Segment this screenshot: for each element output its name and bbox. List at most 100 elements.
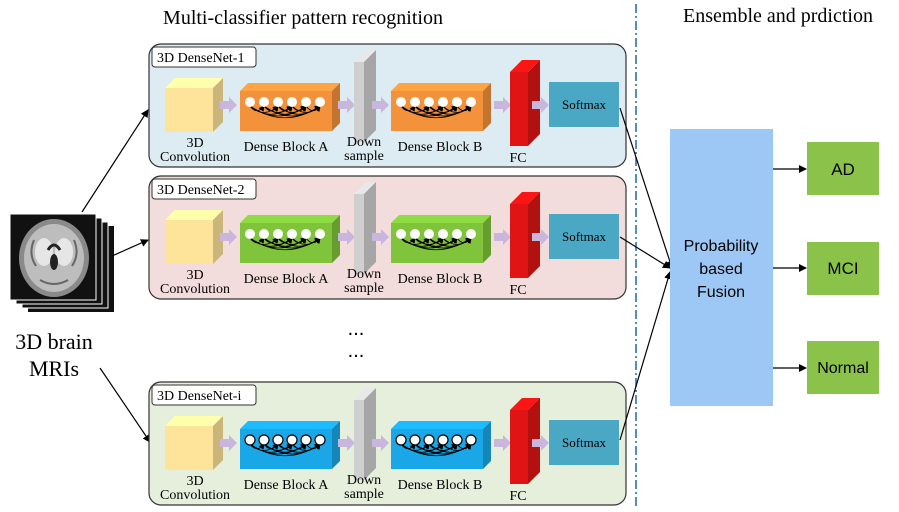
dense-node [438,229,448,239]
dense-node [245,97,255,107]
softmax-box [549,420,619,465]
flow-arrow [494,229,511,245]
dense-block-b-label: Dense Block B [398,272,483,287]
fc-layer [510,398,540,484]
downsample-label-line2: sample [344,281,384,296]
brain-slice-icon [19,219,89,297]
dense-node [314,434,326,446]
dense-node [452,97,462,107]
flow-arrow [372,97,389,113]
downsample-slab [354,182,376,274]
dense-node [424,97,434,107]
downsample-slab [354,388,376,480]
output-ad-label: AD [831,160,855,179]
dense-node [410,229,420,239]
conv-label-line2: Convolution [160,282,230,297]
panel-title-tag [151,46,257,68]
dense-block-b [391,421,491,469]
heading-left: Multi-classifier pattern recognition [163,7,443,29]
dense-block-b [391,83,491,131]
softmax-label: Softmax [562,435,607,450]
dense-node [258,434,270,446]
downsample-label-line1: Down [347,267,381,282]
softmax-box [549,82,619,127]
fc-label: FC [509,283,526,298]
dense-node [272,434,284,446]
downsample-slab [354,50,376,142]
dense-node [466,229,476,239]
downsample-label-line2: sample [344,149,384,164]
conv-cube [165,416,223,470]
panel-title: 3D DenseNet-1 [157,51,244,66]
dense-node [423,434,435,446]
flow-arrow [494,97,511,113]
flow-arrow [338,229,355,245]
dense-node [286,434,298,446]
conv-cube [165,210,223,264]
dense-block-b-label: Dense Block B [398,140,483,155]
output-ad-box [807,142,879,195]
dense-block-a-label: Dense Block A [244,272,330,287]
fusion-label-line3: Fusion [697,284,745,301]
dense-node [245,229,255,239]
dense-node [409,434,421,446]
dense-block-a [240,83,340,131]
arrow-input-to-neti [99,367,151,443]
ellipsis-1: ... [348,318,365,340]
fusion-label-line1: Probability [684,238,759,255]
dense-node [315,97,325,107]
flow-arrow [220,229,237,245]
panel-title-tag [151,384,257,406]
dense-block-a [240,421,340,469]
arrow-softmax1-to-fusion [619,107,674,269]
downsample-label-line1: Down [347,473,381,488]
dense-node [259,229,269,239]
flow-arrow [494,435,511,451]
softmax-label: Softmax [562,229,607,244]
dense-block-a-label: Dense Block A [244,140,330,155]
flow-arrow [532,435,549,451]
arrow-softmax2-to-fusion [619,236,671,269]
flow-arrow [372,435,389,451]
flow-arrow [220,435,237,451]
flow-arrow [372,229,389,245]
dense-node [424,229,434,239]
arrow-softmaxi-to-fusion [619,271,672,441]
dense-node [451,434,463,446]
dense-node [396,97,406,107]
conv-label-line2: Convolution [160,488,230,503]
output-normal-box [807,341,879,394]
output-normal-label: Normal [817,360,869,377]
ellipsis-2: ... [348,340,365,362]
input-label-line2: MRIs [29,356,79,381]
dense-node [465,434,477,446]
flow-arrow [532,229,549,245]
flow-arrow [338,97,355,113]
dense-block-a-label: Dense Block A [244,478,330,493]
output-mci-box [807,242,879,295]
dense-node [301,97,311,107]
dense-node [244,434,256,446]
dense-node [466,97,476,107]
dense-block-b [391,215,491,263]
flow-arrow [532,97,549,113]
softmax-label: Softmax [562,97,607,112]
dense-node [437,434,449,446]
flow-arrow [338,435,355,451]
conv-cube [165,78,223,132]
output-mci-label: MCI [827,259,858,278]
dense-node [273,229,283,239]
dense-node [315,229,325,239]
mri-stack [9,213,114,312]
conv-label-line1: 3D [186,474,203,489]
panel-title: 3D DenseNet-i [157,389,241,404]
arrow-input-to-net1 [81,109,149,213]
panel-title-tag [151,178,257,200]
flow-arrow [220,97,237,113]
conv-label-line1: 3D [186,268,203,283]
heading-right: Ensemble and prdiction [683,5,873,27]
dense-node [287,97,297,107]
